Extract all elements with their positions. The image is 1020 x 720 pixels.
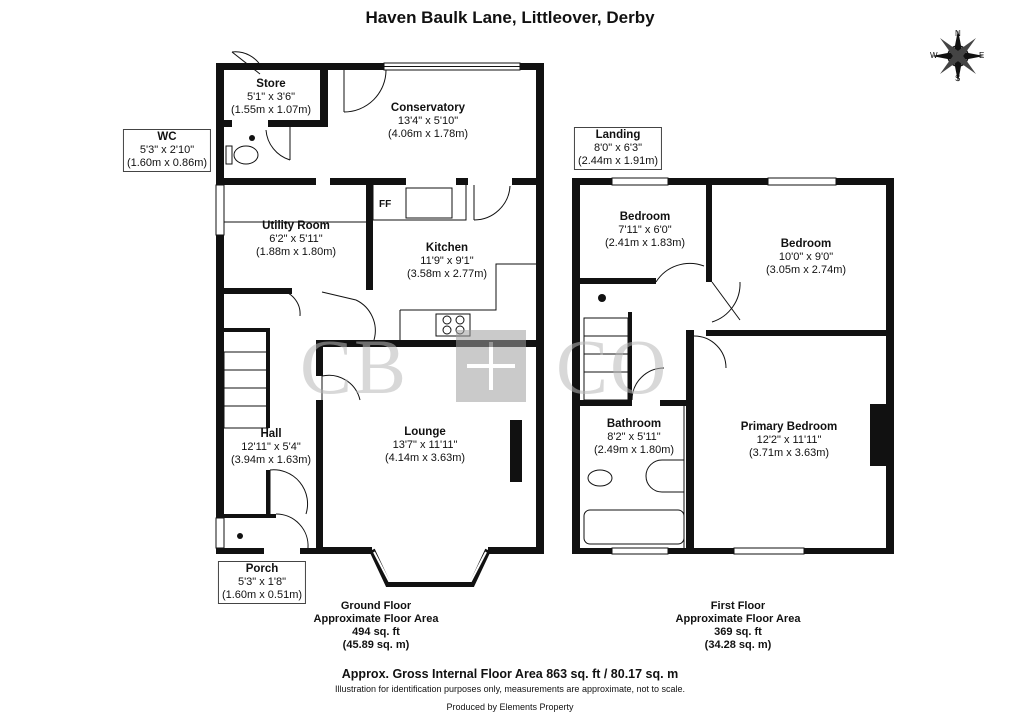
watermark-right: CO — [556, 323, 669, 410]
watermark-left: CB — [300, 323, 409, 410]
room-metric: (3.05m x 2.74m) — [765, 264, 847, 276]
room-name: Store — [256, 78, 286, 90]
compass-letter-s: S — [955, 74, 961, 83]
room-imperial: 13'7" x 11'11" — [392, 439, 458, 451]
room-metric: (3.94m x 1.63m) — [230, 454, 312, 466]
room-name: Hall — [260, 428, 282, 440]
room-name: Conservatory — [390, 102, 466, 114]
room-imperial: 13'4" x 5'10" — [397, 115, 459, 127]
room-imperial: 10'0" x 9'0" — [778, 251, 834, 263]
room-label-bedroom-small: Bedroom 7'11" x 6'0" (2.41m x 1.83m) — [605, 211, 685, 250]
boilers — [237, 135, 606, 539]
room-metric: (2.44m x 1.91m) — [577, 155, 659, 167]
fridge-freezer-label: FF — [379, 199, 392, 210]
room-name: Primary Bedroom — [740, 421, 838, 433]
page-title: Haven Baulk Lane, Littleover, Derby — [365, 8, 655, 27]
room-name: WC — [157, 131, 177, 143]
gross-floor-area: Approx. Gross Internal Floor Area 863 sq… — [341, 667, 679, 681]
room-imperial: 5'1" x 3'6" — [246, 91, 296, 103]
room-imperial: 7'11" x 6'0" — [618, 224, 672, 236]
room-name: Porch — [245, 563, 279, 575]
room-metric: (4.06m x 1.78m) — [387, 128, 469, 140]
disclaimer: Illustration for identification purposes… — [334, 684, 685, 694]
watermark-plus-box — [456, 330, 526, 402]
ground-floor-area: Ground Floor Approximate Floor Area 494 … — [314, 600, 439, 652]
room-metric: (1.60m x 0.86m) — [126, 157, 208, 169]
room-label-primary-bedroom: Primary Bedroom 12'2" x 11'11" (3.71m x … — [741, 421, 838, 460]
floor-name: First Floor — [710, 600, 766, 612]
room-name: Kitchen — [425, 242, 469, 254]
room-metric: (3.58m x 2.77m) — [406, 268, 488, 280]
room-metric: (1.55m x 1.07m) — [230, 104, 312, 116]
producer-credit: Produced by Elements Property — [446, 702, 574, 712]
floor-area-sqft: 369 sq. ft — [714, 626, 762, 638]
compass-letter-e: E — [979, 51, 985, 60]
room-name: Bedroom — [619, 211, 671, 223]
room-label-utility-room: Utility Room 6'2" x 5'11" (1.88m x 1.80m… — [256, 220, 336, 259]
floor-area-sqm: (34.28 sq. m) — [704, 639, 772, 651]
room-name: Bedroom — [780, 238, 832, 250]
room-imperial: 5'3" x 2'10" — [139, 144, 195, 156]
room-imperial: 8'0" x 6'3" — [593, 142, 643, 154]
first-floor-area: First Floor Approximate Floor Area 369 s… — [676, 600, 801, 652]
floor-name: Ground Floor — [340, 600, 412, 612]
room-label-bedroom: Bedroom 10'0" x 9'0" (3.05m x 2.74m) — [766, 238, 846, 277]
floor-area-caption: Approximate Floor Area — [313, 613, 439, 625]
room-label-hall: Hall 12'11" x 5'4" (3.94m x 1.63m) — [231, 428, 311, 467]
room-imperial: 6'2" x 5'11" — [269, 233, 323, 245]
room-metric: (1.88m x 1.80m) — [255, 246, 337, 258]
room-label-wc: WC 5'3" x 2'10" (1.60m x 0.86m) — [122, 129, 212, 172]
room-imperial: 8'2" x 5'11" — [607, 431, 661, 443]
room-label-store: Store 5'1" x 3'6" (1.55m x 1.07m) — [231, 78, 311, 117]
room-metric: (1.60m x 0.51m) — [221, 589, 303, 601]
room-imperial: 12'2" x 11'11" — [756, 434, 822, 446]
room-label-landing: Landing 8'0" x 6'3" (2.44m x 1.91m) — [573, 127, 663, 170]
floor-area-sqm: (45.89 sq. m) — [342, 639, 410, 651]
room-metric: (2.41m x 1.83m) — [604, 237, 686, 249]
room-imperial: 11'9" x 9'1" — [420, 255, 474, 267]
room-label-bathroom: Bathroom 8'2" x 5'11" (2.49m x 1.80m) — [594, 418, 674, 457]
room-name: Bathroom — [606, 418, 662, 430]
floor-area-sqft: 494 sq. ft — [352, 626, 400, 638]
room-imperial: 5'3" x 1'8" — [237, 576, 287, 588]
room-name: Utility Room — [262, 220, 330, 232]
room-label-conservatory: Conservatory 13'4" x 5'10" (4.06m x 1.78… — [388, 102, 468, 141]
room-metric: (4.14m x 3.63m) — [384, 452, 466, 464]
room-label-lounge: Lounge 13'7" x 11'11" (4.14m x 3.63m) — [385, 426, 465, 465]
compass-letter-n: N — [955, 29, 961, 38]
room-imperial: 12'11" x 5'4" — [241, 441, 301, 453]
walls — [216, 63, 894, 554]
room-label-kitchen: Kitchen 11'9" x 9'1" (3.58m x 2.77m) — [407, 242, 487, 281]
room-metric: (3.71m x 3.63m) — [748, 447, 830, 459]
room-name: Landing — [595, 129, 641, 141]
room-label-porch: Porch 5'3" x 1'8" (1.60m x 0.51m) — [217, 561, 307, 604]
compass-letter-w: W — [930, 51, 938, 60]
floor-area-caption: Approximate Floor Area — [675, 613, 801, 625]
compass-icon — [932, 30, 984, 82]
fixtures — [215, 51, 837, 587]
room-metric: (2.49m x 1.80m) — [593, 444, 675, 456]
room-name: Lounge — [404, 426, 446, 438]
